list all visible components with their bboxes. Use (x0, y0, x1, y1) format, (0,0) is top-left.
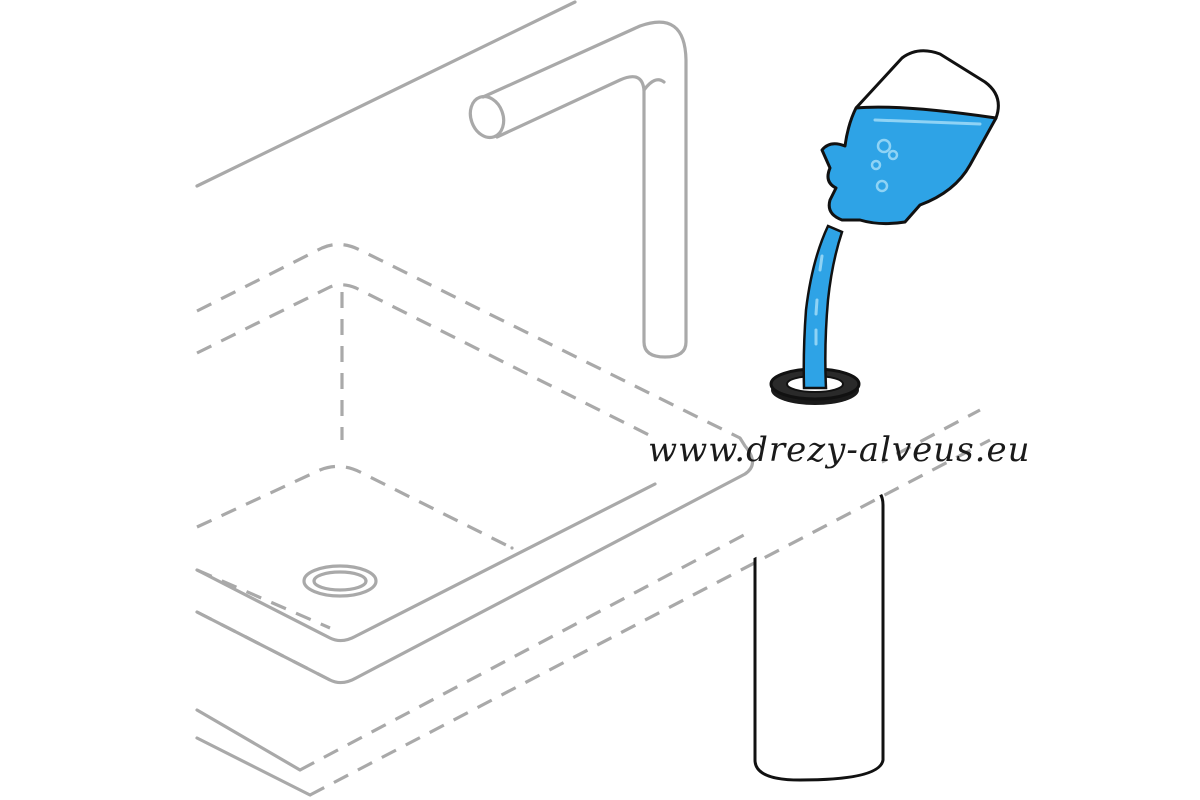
dispenser-container-icon (750, 455, 890, 782)
sink-icon (196, 242, 991, 797)
wall-line (195, 0, 577, 188)
faucet-icon (468, 20, 688, 359)
drain-icon (302, 564, 378, 598)
sink-rim (195, 436, 755, 685)
countertop-edge (195, 708, 312, 797)
water-stream-icon (802, 224, 844, 390)
bottle-icon (820, 49, 1000, 226)
watermark-text: www.drezy-alveus.eu (648, 430, 1031, 470)
